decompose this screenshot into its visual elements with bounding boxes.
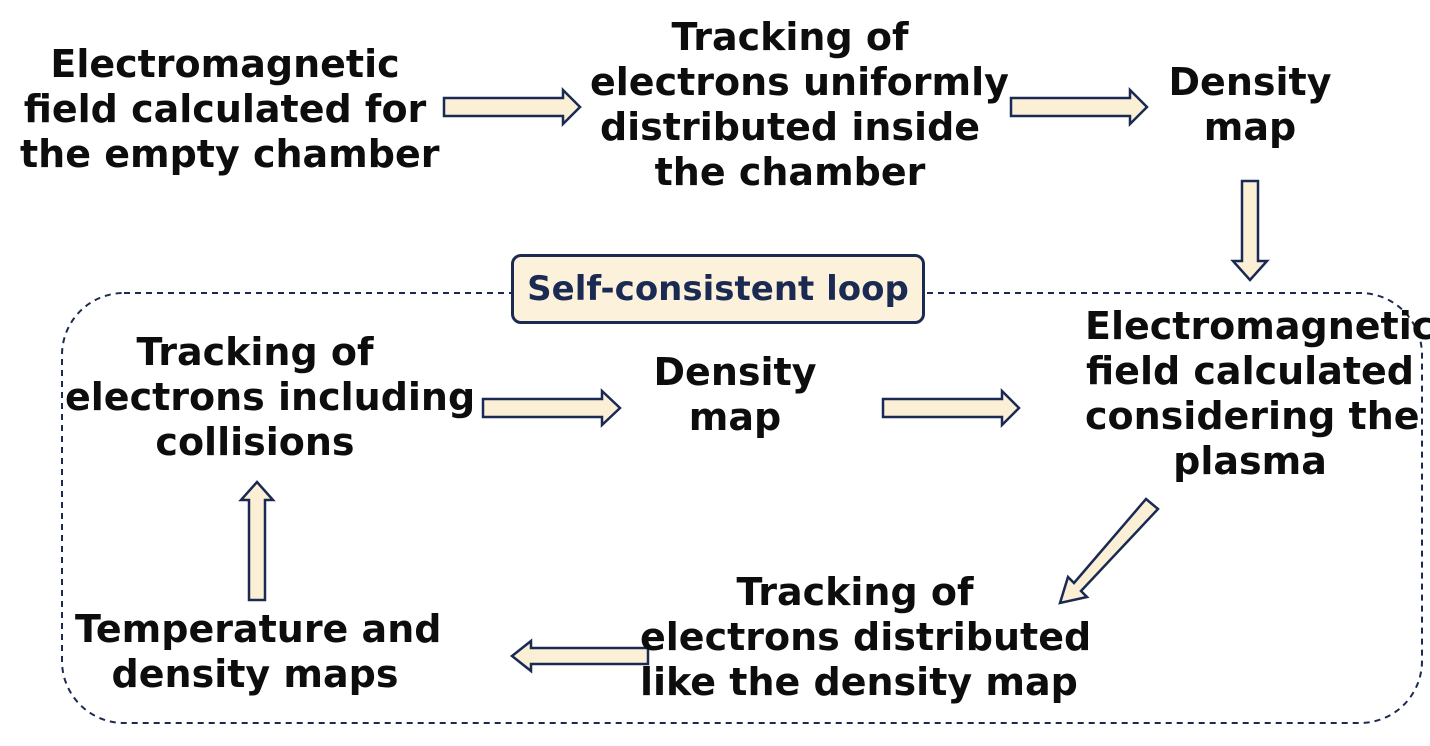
node-line: distributed inside [599,105,981,149]
node-line: electrons distributed [640,615,1092,659]
node-tracking-uniform: Tracking of electrons uniformly distribu… [590,15,1009,195]
arrow-tracking-uniform-to-density-map [1009,86,1149,128]
node-line: Tracking of [671,15,909,59]
node-em-plasma: Electromagnetic field calculated conside… [1085,304,1430,484]
arrow-density-map-to-em-plasma-mid [881,387,1021,429]
node-line: Temperature and [75,607,442,651]
node-tracking-collisions: Tracking of electrons including collisio… [65,330,476,465]
node-line: map [1203,105,1297,149]
node-line: collisions [155,420,355,464]
node-density-map-mid: Density map [645,350,825,440]
node-line: field calculated for [23,87,427,131]
node-line: field calculated [1086,349,1414,393]
arrow-tracking-collisions-to-density-map [481,388,622,428]
node-line: Electromagnetic [50,42,400,86]
node-line: electrons uniformly [590,60,1009,104]
node-line: the chamber [654,150,926,194]
node-em-empty-chamber: Electromagnetic field calculated for the… [20,42,440,177]
node-line: Tracking of [736,570,974,614]
arrow-em-empty-to-tracking-uniform [442,86,582,128]
arrow-tracking-density-to-temp-density [509,638,650,674]
node-line: like the density map [640,660,1078,704]
node-line: map [688,395,782,439]
loop-badge-label: Self-consistent loop [527,269,909,309]
node-line: electrons including [65,375,476,419]
node-line: Density [653,350,817,394]
node-temperature-density-maps: Temperature and density maps [75,607,442,697]
node-line: Density [1168,60,1332,104]
arrow-temp-density-to-tracking-collisions [238,480,276,602]
node-line: Electromagnetic [1085,304,1430,348]
arrow-density-map-to-em-plasma [1230,179,1270,282]
arrow-em-plasma-to-tracking-density [1058,497,1160,605]
node-density-map-top: Density map [1160,60,1340,150]
node-line: considering the [1085,394,1420,438]
node-line: density maps [111,652,399,696]
node-line: plasma [1173,439,1327,483]
node-line: the empty chamber [20,132,440,176]
node-tracking-density-distributed: Tracking of electrons distributed like t… [640,570,1092,705]
node-line: Tracking of [136,330,374,374]
self-consistent-loop-badge: Self-consistent loop [511,254,925,324]
